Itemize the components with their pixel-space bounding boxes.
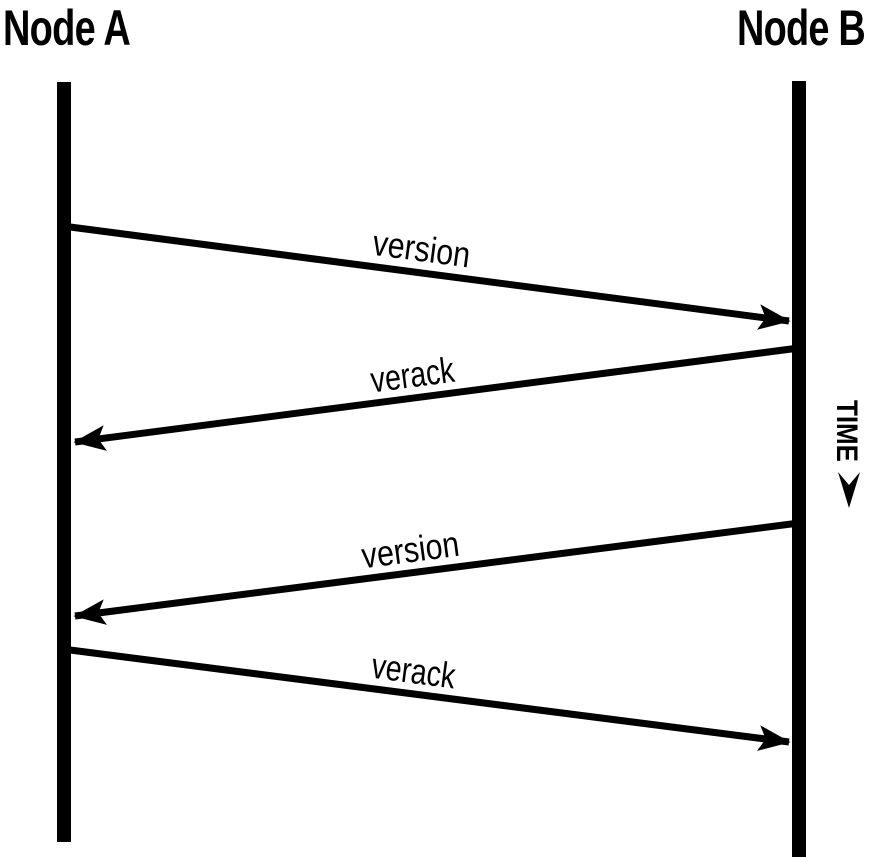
message-arrow-version-a-to-b [69,223,791,330]
node-b-title: Node B [737,0,865,56]
time-axis-label: TIME [830,400,863,462]
node-a-title: Node A [3,0,130,56]
message-arrow-verack-b-to-a [73,344,800,451]
lifeline-node-b [792,81,806,857]
message-arrow-version-b-to-a [73,519,800,625]
time-axis-down-arrow-icon [838,472,860,508]
message-arrow-verack-a-to-b [69,646,791,751]
lifeline-node-a [57,82,71,842]
